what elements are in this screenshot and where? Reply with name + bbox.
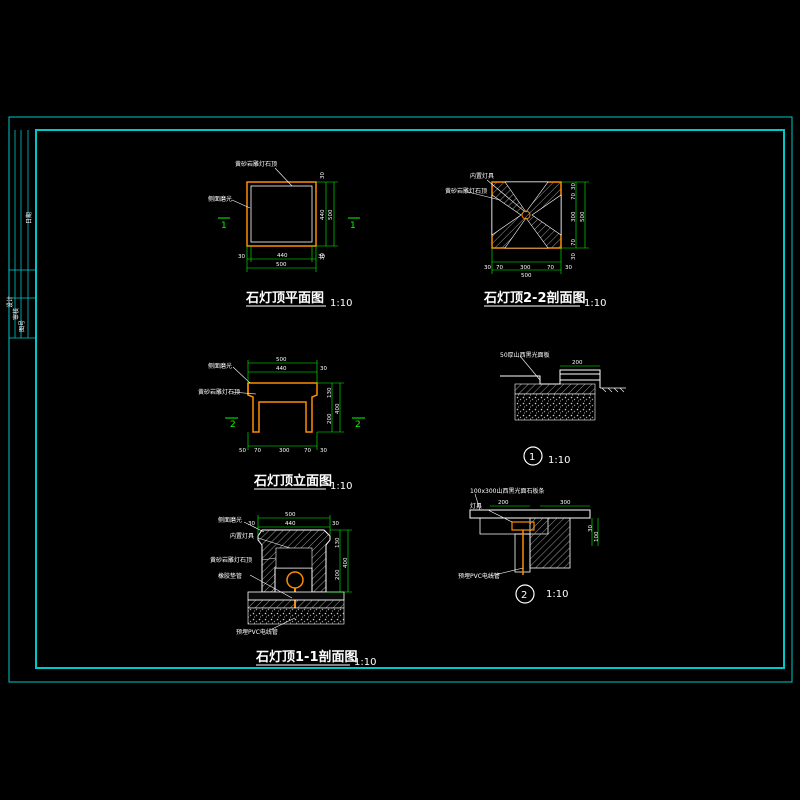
title-block: 设计 审核 图号 日期 [6,130,36,339]
elev-note: 黄砂岩雕灯石顶 [198,388,240,396]
s11-title: 石灯顶1-1剖面图 [255,649,358,665]
plan-dim: 30 [238,254,245,260]
detail2-note: 100x300山西黑光面石板条 [470,487,544,495]
s22-dim: 70 [547,265,554,271]
detail-1-view: 50厚山西黑光面板 200 1 1:10 [500,351,626,466]
s11-dim-lines [257,515,352,593]
section-2-2-view: 内置灯具 黄砂岩雕灯石顶 30 70 300 70 30 500 30 70 3… [445,172,606,309]
detail2-number: 2 [521,590,527,601]
title-block-label: 图号 [19,320,26,332]
s11-note: 橡胶垫管 [218,572,242,580]
s11-note: 侧面磨光 [218,516,242,524]
elev-dim: 200 [327,413,333,424]
elev-dim: 400 [335,403,341,414]
plan-scale: 1:10 [330,298,352,309]
s22-scale: 1:10 [584,298,606,309]
s22-dim: 70 [496,265,503,271]
plan-dim: 500 [328,209,334,220]
s11-scale: 1:10 [354,657,376,668]
s22-dim: 500 [521,273,532,279]
section-mark-1-left: 1 [221,221,227,231]
detail1-scale: 1:10 [548,455,570,466]
elev-dim: 50 [239,448,246,454]
s11-dim: 130 [335,537,341,548]
s11-dim: 30 [332,521,339,527]
plan-dim: 30 [318,254,325,260]
plan-dim: 30 [320,172,326,179]
plan-dim-lines [246,181,338,272]
elev-dim: 30 [320,366,327,372]
s22-dim: 30 [565,265,572,271]
detail1-note: 50厚山西黑光面板 [500,351,550,359]
s22-dim: 30 [571,253,577,260]
elev-dim: 440 [276,366,287,372]
s22-dim: 300 [520,265,531,271]
elev-dim: 130 [327,387,333,398]
s11-note: 黄砂岩雕灯石顶 [210,556,252,564]
s11-dim: 30 [248,521,255,527]
section-mark-1-right: 1 [350,221,356,231]
s22-dim-lines [491,181,589,274]
s22-dim: 70 [571,193,577,200]
plan-view: 黄砂岩雕灯石顶 侧面磨光 1 1 30 440 30 500 30 440 30… [208,160,360,309]
s22-dim: 70 [571,239,577,246]
detail2-note: 灯具 [470,502,482,510]
detail1-dim: 200 [572,360,583,366]
sheet-border [8,116,793,683]
plan-dim: 440 [320,209,326,220]
detail2-dim: 100 [594,531,600,542]
s22-dim: 500 [580,211,586,222]
section-mark-2-right: 2 [355,420,361,430]
detail2-dim: 200 [498,500,509,506]
plan-dim: 440 [277,253,288,259]
s11-note: 预埋PVC电线管 [236,628,278,636]
s22-dim: 30 [484,265,491,271]
s22-title: 石灯顶2-2剖面图 [483,290,586,306]
elev-scale: 1:10 [330,481,352,492]
elev-dim: 70 [254,448,261,454]
detail2-scale: 1:10 [546,589,568,600]
elev-dim: 30 [320,448,327,454]
plan-dim: 500 [276,262,287,268]
title-block-label: 审核 [12,308,20,320]
s11-dim: 500 [285,512,296,518]
plan-note: 侧面磨光 [208,195,232,203]
s22-dim: 30 [571,183,577,190]
elev-dim-lines [247,360,344,450]
plan-dim: 30 [320,253,326,260]
plan-note: 黄砂岩雕灯石顶 [235,160,277,168]
detail-2-view: 100x300山西黑光面石板条 灯具 预埋PVC电线管 200 300 30 1… [458,487,600,604]
elev-dim: 300 [279,448,290,454]
elev-dim: 500 [276,357,287,363]
section-1-1-view: 侧面磨光 内置灯具 黄砂岩雕灯石顶 橡胶垫管 预埋PVC电线管 500 440 … [210,512,376,668]
s11-dim: 440 [285,521,296,527]
s11-dim: 400 [343,557,349,568]
detail2-dim: 30 [588,525,594,532]
detail2-note: 预埋PVC电线管 [458,572,500,580]
s22-note: 黄砂岩雕灯石顶 [445,187,487,195]
title-block-label: 设计 [6,296,14,308]
s11-dim: 200 [335,569,341,580]
elev-dim: 70 [304,448,311,454]
title-block-label: 日期 [25,212,33,224]
detail2-dim-lines [490,505,599,546]
elev-title: 石灯顶立面图 [253,473,332,489]
plan-title: 石灯顶平面图 [245,290,324,306]
s22-dim: 300 [571,211,577,222]
section-mark-2-left: 2 [230,420,236,430]
elev-note: 侧面磨光 [208,362,232,370]
detail1-number: 1 [529,452,535,463]
elevation-view: 侧面磨光 黄砂岩雕灯石顶 2 2 500 440 30 50 70 300 70… [198,357,365,492]
s22-note: 内置灯具 [470,172,494,180]
s11-note: 内置灯具 [230,532,254,540]
detail2-dim: 300 [560,500,571,506]
